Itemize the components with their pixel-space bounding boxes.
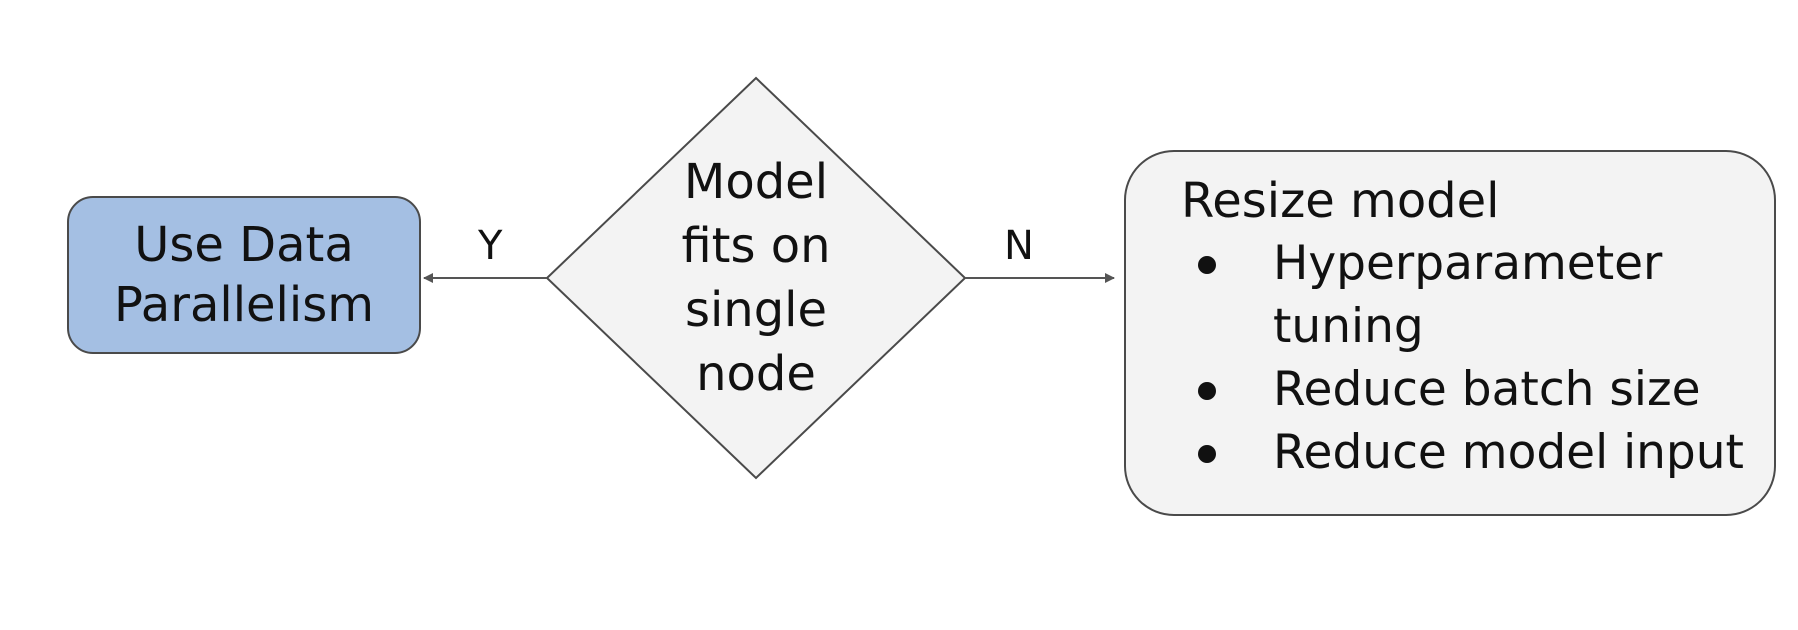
decision-label: Model fits on single node [681, 154, 831, 402]
yes-edge-label: Y [478, 223, 503, 269]
bullet-icon [1198, 382, 1216, 400]
resize-model-title: Resize model [1181, 173, 1500, 229]
list-item-label: Reduce model input [1273, 425, 1744, 480]
resize-model-box: Resize model Hyperparameter tuning Reduc… [1124, 150, 1776, 516]
list-item-label: Hyperparameter tuning [1273, 236, 1663, 354]
bullet-icon [1198, 445, 1216, 463]
decision-diamond-shape [545, 76, 967, 480]
use-data-parallelism-label: Use Data Parallelism [114, 217, 374, 333]
decision-node: Model fits on single node [630, 143, 882, 413]
list-item-label: Reduce batch size [1273, 362, 1701, 417]
bullet-icon [1198, 256, 1216, 274]
no-edge-label: N [1004, 223, 1034, 269]
resize-options-list: Hyperparameter tuning Reduce batch size … [1181, 232, 1754, 484]
list-item: Reduce model input [1181, 421, 1754, 484]
list-item: Hyperparameter tuning [1181, 232, 1754, 358]
use-data-parallelism-box: Use Data Parallelism [67, 196, 421, 354]
list-item: Reduce batch size [1181, 358, 1754, 421]
